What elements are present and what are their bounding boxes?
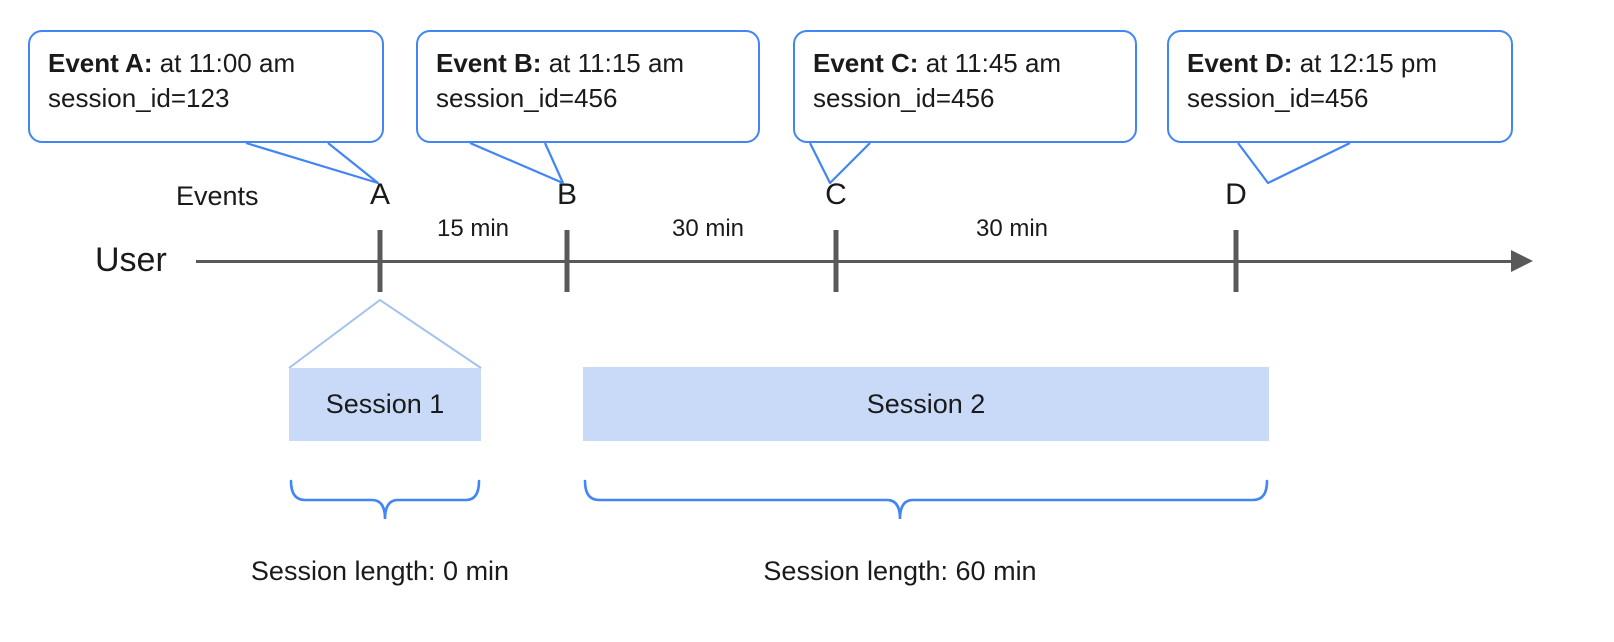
event-letter-b: B (556, 178, 578, 211)
session-2-length-label: Session length: 60 min (763, 556, 1037, 586)
session-bar-2[interactable]: Session 2 (583, 367, 1269, 441)
callout-d-title: Event D: (1187, 48, 1293, 78)
callout-d-session: session_id=456 (1187, 82, 1369, 113)
event-tick-d[interactable] (1233, 230, 1239, 292)
session1-funnel (288, 298, 482, 369)
event-letter-c: C (825, 178, 847, 211)
event-tick-a[interactable] (377, 230, 383, 292)
callout-event-b[interactable]: Event B: at 11:15 am session_id=456 (416, 30, 760, 143)
callout-d-time: at 12:15 pm (1292, 48, 1438, 78)
session1-brace (289, 479, 481, 520)
callout-c-session: session_id=456 (813, 82, 995, 113)
event-letter-d: D (1225, 178, 1247, 211)
gap-label-b-c: 30 min (671, 215, 745, 242)
callout-c-title: Event C: (813, 48, 919, 78)
gap-label-c-d: 30 min (975, 215, 1049, 242)
callout-b-title: Event B: (436, 48, 542, 78)
callout-a-time: at 11:00 am (152, 48, 296, 78)
callout-a-session: session_id=123 (48, 82, 230, 113)
session-1-length-label: Session length: 0 min (250, 556, 510, 586)
session-2-label: Session 2 (866, 388, 986, 419)
session2-brace (583, 479, 1269, 520)
session-bar-1[interactable]: Session 1 (289, 368, 481, 441)
events-row-label: Events (176, 181, 259, 211)
callout-b-time: at 11:15 am (541, 48, 685, 78)
user-row-label: User (95, 241, 167, 279)
event-tick-c[interactable] (833, 230, 839, 292)
event-tick-b[interactable] (564, 230, 570, 292)
callout-event-d[interactable]: Event D: at 12:15 pm session_id=456 (1167, 30, 1513, 143)
callout-b-session: session_id=456 (436, 82, 618, 113)
event-letter-a: A (369, 178, 391, 211)
callout-c-time: at 11:45 am (918, 48, 1062, 78)
callout-a-title: Event A: (48, 48, 153, 78)
timeline-arrow-head (1511, 250, 1533, 272)
callout-event-c[interactable]: Event C: at 11:45 am session_id=456 (793, 30, 1137, 143)
callout-event-a[interactable]: Event A: at 11:00 am session_id=123 (28, 30, 384, 143)
timeline-axis (196, 260, 1514, 263)
session-1-label: Session 1 (325, 389, 445, 419)
gap-label-a-b: 15 min (436, 215, 510, 242)
